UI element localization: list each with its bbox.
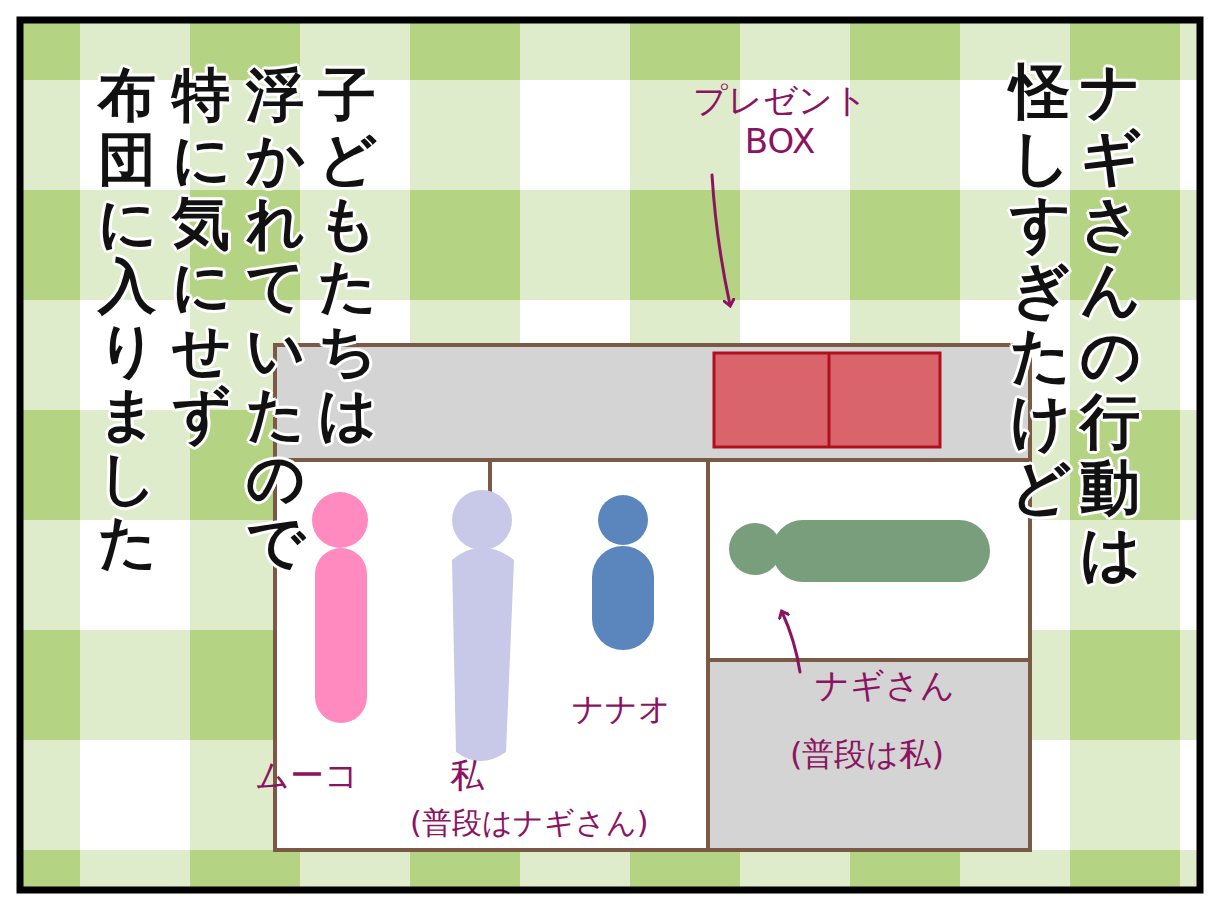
- narration-text: 怪しすぎたけど: [1010, 58, 1070, 520]
- floor-plan: [275, 345, 1030, 850]
- person-label: ナギさん: [815, 665, 955, 706]
- person-label: 私: [450, 755, 484, 796]
- sleeping-figures: [312, 490, 990, 761]
- note-label: (普段は私): [790, 735, 944, 773]
- person-label: ナナオ: [572, 690, 671, 728]
- narration-text: 布団に入りました: [98, 64, 156, 574]
- narration-text: 浮かれていたので: [246, 64, 304, 574]
- box-label: プレゼント BOX: [680, 80, 880, 162]
- narration-text: ナギさんの行動は: [1080, 58, 1140, 586]
- gingham-ground: [20, 20, 1200, 890]
- note-label: (普段はナギさん): [410, 805, 648, 841]
- narration-text: 子どもたちは: [318, 64, 376, 447]
- leader-arrows: [712, 175, 800, 672]
- person-label: ムーコ: [255, 755, 359, 796]
- narration-text: 特に気にせず: [172, 64, 230, 447]
